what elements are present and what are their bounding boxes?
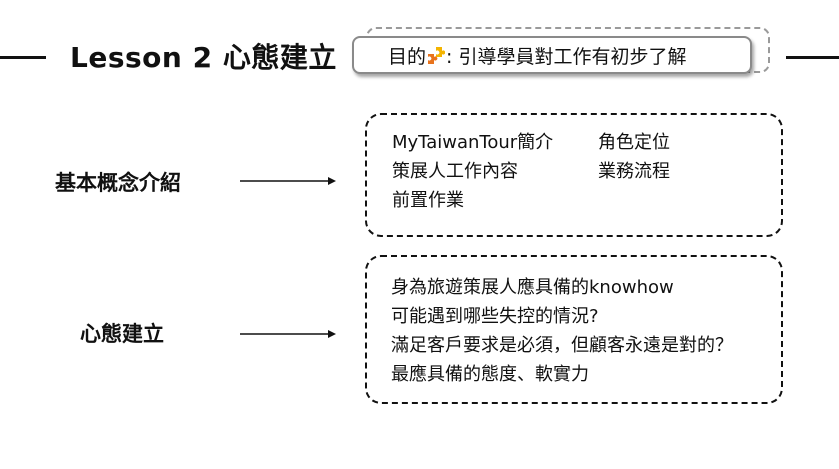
arrow-right-icon bbox=[240, 330, 336, 338]
page-title: Lesson 2 心態建立 bbox=[70, 41, 337, 74]
purpose-box: 目的 : 引導學員對工作有初步了解 bbox=[352, 36, 752, 74]
list-item: 業務流程 bbox=[598, 161, 670, 182]
list-item: 身為旅遊策展人應具備的knowhow bbox=[391, 277, 674, 298]
purpose-prefix: 目的 bbox=[388, 46, 427, 68]
title-rule-right bbox=[786, 56, 839, 59]
section-label-mindset: 心態建立 bbox=[80, 322, 164, 346]
list-item: 角色定位 bbox=[598, 132, 670, 153]
puzzle-icon bbox=[427, 41, 446, 64]
purpose-text: : 引導學員對工作有初步了解 bbox=[446, 46, 687, 68]
list-item: MyTaiwanTour簡介 bbox=[392, 132, 554, 153]
title-rule-left bbox=[0, 56, 46, 59]
basic-concepts-card: MyTaiwanTour簡介 角色定位 策展人工作內容 業務流程 前置作業 bbox=[365, 113, 783, 237]
list-item: 前置作業 bbox=[392, 190, 464, 211]
arrow-right-icon bbox=[240, 177, 336, 185]
list-item: 滿足客戶要求是必須，但顧客永遠是對的？ bbox=[391, 335, 733, 356]
list-item: 可能遇到哪些失控的情況? bbox=[391, 306, 599, 327]
purpose-callout: 目的 : 引導學員對工作有初步了解 bbox=[352, 27, 772, 80]
list-item: 策展人工作內容 bbox=[392, 161, 518, 182]
section-label-basic-concepts: 基本概念介紹 bbox=[55, 171, 181, 195]
list-item: 最應具備的態度、軟實力 bbox=[391, 364, 589, 385]
mindset-card: 身為旅遊策展人應具備的knowhow 可能遇到哪些失控的情況? 滿足客戶要求是必… bbox=[365, 255, 783, 404]
